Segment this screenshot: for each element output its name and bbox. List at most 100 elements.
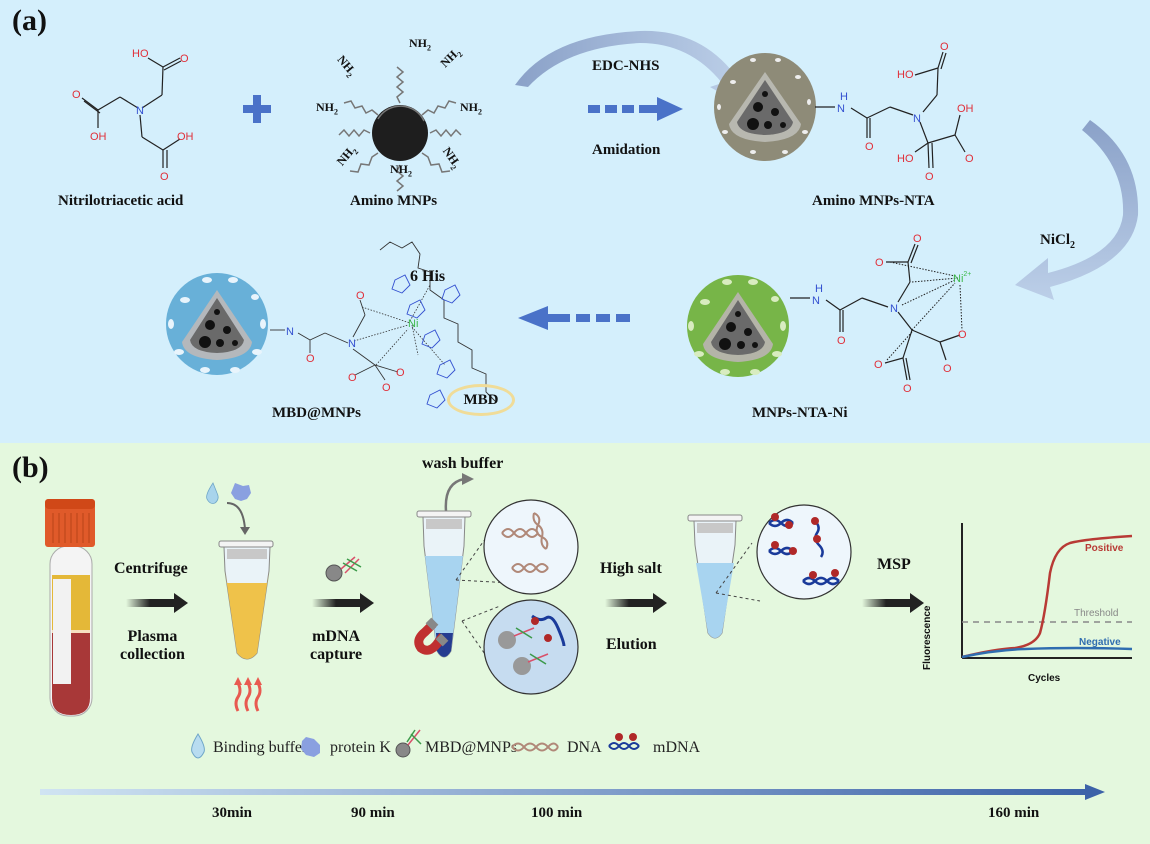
svg-text:O: O — [396, 367, 405, 379]
his-tag-structure: N O N O Ni O O O — [270, 241, 497, 409]
atom-oh: OH — [957, 103, 974, 115]
legend-label: DNA — [567, 739, 602, 756]
droplet-icon — [206, 482, 219, 504]
amino-mnps-nta-label: Amino MNPs-NTA — [812, 193, 935, 209]
svg-text:O: O — [306, 353, 315, 365]
mdna-icon — [608, 733, 640, 750]
wash-arrow-icon — [444, 473, 474, 512]
atom-o: O — [913, 233, 922, 245]
bead-zoom-circle — [483, 599, 579, 695]
svg-text:H: H — [815, 283, 823, 295]
step-msp: MSP — [877, 556, 911, 573]
mnp-green-particle — [687, 275, 789, 377]
atom-o: O — [160, 171, 169, 183]
negative-curve — [961, 646, 1133, 659]
mdna-zoom-circle — [756, 504, 852, 600]
atom-o: O — [965, 153, 974, 165]
chart-positive-label: Positive — [1085, 543, 1124, 554]
atom-oh: OH — [90, 131, 107, 143]
reagent-add-icon — [206, 482, 251, 535]
protein-icon — [301, 737, 320, 757]
panel-a: (a) HO O O N OH OH O Nitrilotriacetic ac… — [0, 0, 1150, 443]
panel-b-tag: (b) — [12, 451, 49, 484]
svg-text:Ni: Ni — [408, 318, 418, 330]
heat-icon — [234, 677, 262, 712]
wash-buffer-label: wash buffer — [422, 455, 504, 472]
svg-text:N: N — [286, 326, 294, 338]
mbd-ellipse: MBD — [447, 384, 515, 416]
his-label: 6 His — [410, 268, 446, 285]
curved-arrow-down-icon — [1015, 120, 1139, 300]
droplet-icon — [191, 733, 205, 759]
nh2-right: NH2 — [460, 100, 482, 117]
step-high-salt: High salt — [600, 560, 662, 577]
timeline-arrow — [40, 784, 1105, 800]
step-elution: Elution — [606, 636, 657, 653]
amino-mnps-label: Amino MNPs — [350, 193, 438, 209]
timeline-label: 30min — [212, 805, 253, 821]
atom-ni: Ni2+ — [953, 271, 971, 285]
arrow-right-icon — [126, 593, 188, 613]
atom-o: O — [837, 335, 846, 347]
atom-n: N — [136, 105, 144, 117]
amino-mnp-particle — [338, 66, 462, 192]
chart-ylabel: Fluorescence — [922, 605, 933, 670]
legend-label: mDNA — [653, 739, 701, 756]
curved-arrow-icon — [515, 30, 745, 106]
plasma-tube-icon — [218, 540, 274, 660]
dna-icon — [511, 742, 559, 752]
arrow-right-icon — [312, 593, 374, 613]
arrow-right-icon — [605, 593, 667, 613]
atom-ho: HO — [132, 48, 149, 60]
atom-o: O — [943, 363, 952, 375]
dashed-arrow-right-icon — [588, 97, 683, 121]
amplification-curve-chart — [961, 523, 1133, 659]
positive-curve — [961, 534, 1133, 659]
atom-o: O — [940, 41, 949, 53]
nta-ni-structure: H N O N O O Ni2+ O O O O — [790, 233, 971, 395]
legend-label: protein K — [330, 739, 391, 756]
step-nicl2: NiCl2 — [1040, 232, 1075, 251]
legend-label: MBD@MNPs — [425, 739, 518, 756]
magnet-icon — [414, 617, 449, 655]
plus-icon — [243, 95, 271, 123]
atom-o: O — [180, 53, 189, 65]
atom-n: N — [890, 303, 898, 315]
bead-icon — [395, 729, 422, 758]
atom-o: O — [958, 329, 967, 341]
atom-n: N — [837, 103, 845, 115]
protein-icon — [231, 483, 251, 501]
nta-label: Nitrilotriacetic acid — [58, 193, 184, 209]
nta-structure: HO O O N OH OH O — [72, 48, 194, 183]
mnps-nta-ni-label: MNPs-NTA-Ni — [752, 405, 848, 421]
atom-n: N — [913, 113, 921, 125]
svg-text:O: O — [356, 290, 365, 302]
chart-xlabel: Cycles — [1028, 673, 1061, 684]
svg-text:O: O — [382, 382, 391, 394]
atom-o: O — [925, 171, 934, 183]
atom-ho: HO — [897, 69, 914, 81]
step-centrifuge: Centrifuge — [114, 560, 188, 577]
mnp-core — [372, 105, 428, 161]
svg-text:N: N — [348, 338, 356, 350]
chart-threshold-label: Threshold — [1074, 608, 1119, 619]
nh2-left: NH2 — [316, 100, 338, 117]
mnp-blue-particle — [166, 273, 268, 375]
step-amidation: Amidation — [592, 142, 661, 158]
nh2-bottom: NH2 — [390, 162, 412, 179]
atom-ho: HO — [897, 153, 914, 165]
zoom-lines — [715, 542, 761, 602]
mbd-mnps-label: MBD@MNPs — [272, 405, 361, 421]
svg-text:O: O — [348, 372, 357, 384]
nh2-top: NH2 — [409, 36, 431, 53]
atom-o: O — [875, 257, 884, 269]
arrow-right-icon — [862, 593, 924, 613]
mnp-gray-particle — [714, 53, 816, 161]
atom-o: O — [903, 383, 912, 395]
panel-a-tag: (a) — [12, 4, 47, 37]
nta-amide-structure: H N O N HO O OH O HO O — [815, 41, 974, 183]
atom-n: N — [812, 295, 820, 307]
